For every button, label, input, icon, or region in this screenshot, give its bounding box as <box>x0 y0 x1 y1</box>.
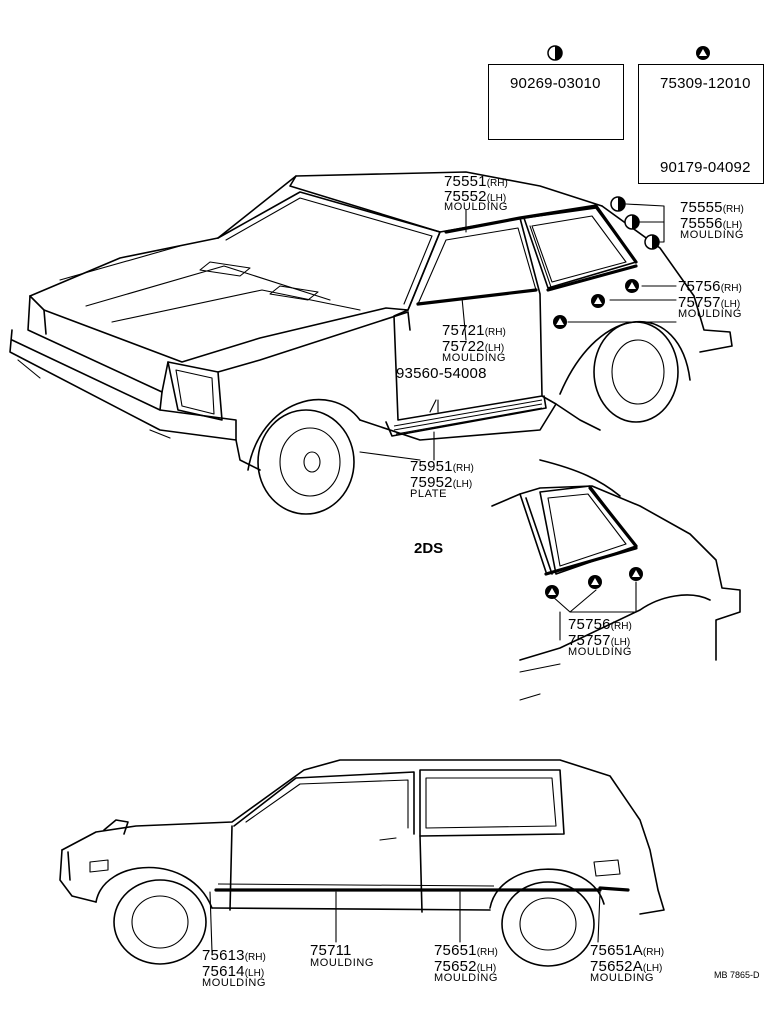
legend-part-number: 90269-03010 <box>510 75 601 92</box>
side-tag: (RH) <box>244 952 266 963</box>
part-number-lh: 75757 <box>678 294 721 311</box>
side-tag: (LH) <box>610 637 631 648</box>
part-description: PLATE <box>410 488 448 500</box>
side-tag: (RH) <box>452 463 474 474</box>
side-tag: (LH) <box>720 299 741 310</box>
bottom-car-drawing <box>59 759 665 967</box>
side-tag: (LH) <box>486 193 507 204</box>
side-tag: (LH) <box>452 479 473 490</box>
part-description: MOULDING <box>444 201 509 213</box>
part-number-rh: 75651A <box>590 942 643 959</box>
legend-part-number: 90179-04092 <box>660 159 751 176</box>
part-number-lh: 75552 <box>444 188 487 205</box>
top-car-drawing <box>9 171 733 515</box>
part-number-lh: 75757 <box>568 632 611 649</box>
part-number-rh: 75551 <box>444 173 487 190</box>
leader-lines <box>209 203 677 953</box>
side-tag: (RH) <box>476 947 498 958</box>
side-tag: (RH) <box>722 204 744 215</box>
drawing-code: MB 7865-D <box>714 970 760 980</box>
callout-clip-part-number: 93560-54008 <box>396 365 487 382</box>
half-circle-marker <box>624 214 640 230</box>
triangle-marker <box>591 294 605 308</box>
side-tag: (LH) <box>642 963 663 974</box>
part-number-rh: 75951 <box>410 458 453 475</box>
half-circle-marker <box>644 234 660 250</box>
side-tag: (LH) <box>484 343 505 354</box>
part-description: MOULDING <box>568 646 633 658</box>
part-description: MOULDING <box>310 957 375 969</box>
triangle-marker <box>696 46 710 60</box>
part-number-rh: 75756 <box>568 616 611 633</box>
triangle-marker <box>629 567 643 581</box>
triangle-marker <box>545 585 559 599</box>
legend-box-half-circle <box>488 64 624 140</box>
side-tag: (LH) <box>722 220 743 231</box>
part-description: MOULDING <box>434 972 499 984</box>
triangle-marker <box>553 315 567 329</box>
part-number-lh: 75556 <box>680 215 723 232</box>
part-number-rh: 75756 <box>678 278 721 295</box>
part-description: MOULDING <box>442 352 507 364</box>
part-description: MOULDING <box>590 972 655 984</box>
side-tag: (RH) <box>720 283 742 294</box>
part-number-rh: 75613 <box>202 947 245 964</box>
part-number: 75711 <box>310 942 352 959</box>
part-number-rh: 75651 <box>434 942 477 959</box>
legend-part-number: 75309-12010 <box>660 75 751 92</box>
side-tag: (RH) <box>484 327 506 338</box>
part-number-rh: 75721 <box>442 322 485 339</box>
triangle-marker <box>588 575 602 589</box>
section-label: 2DS <box>414 540 444 557</box>
part-description: MOULDING <box>678 308 743 320</box>
part-number-rh: 75555 <box>680 199 723 216</box>
part-description: MOULDING <box>202 977 267 989</box>
half-circle-marker <box>610 196 626 212</box>
side-tag: (RH) <box>610 621 632 632</box>
side-tag: (LH) <box>476 963 497 974</box>
part-number-lh: 75614 <box>202 963 245 980</box>
legend-box-triangle <box>638 64 764 184</box>
half-circle-marker <box>547 45 563 61</box>
markers <box>545 45 710 599</box>
middle-detail-drawing <box>491 459 741 701</box>
part-number-lh: 75652 <box>434 958 477 975</box>
side-tag: (RH) <box>486 178 508 189</box>
triangle-marker <box>625 279 639 293</box>
part-number-lh: 75652A <box>590 958 643 975</box>
side-tag: (LH) <box>244 968 265 979</box>
part-number-lh: 75722 <box>442 338 485 355</box>
side-tag: (RH) <box>642 947 665 958</box>
part-description: MOULDING <box>680 229 745 241</box>
part-number-lh: 75952 <box>410 474 453 491</box>
